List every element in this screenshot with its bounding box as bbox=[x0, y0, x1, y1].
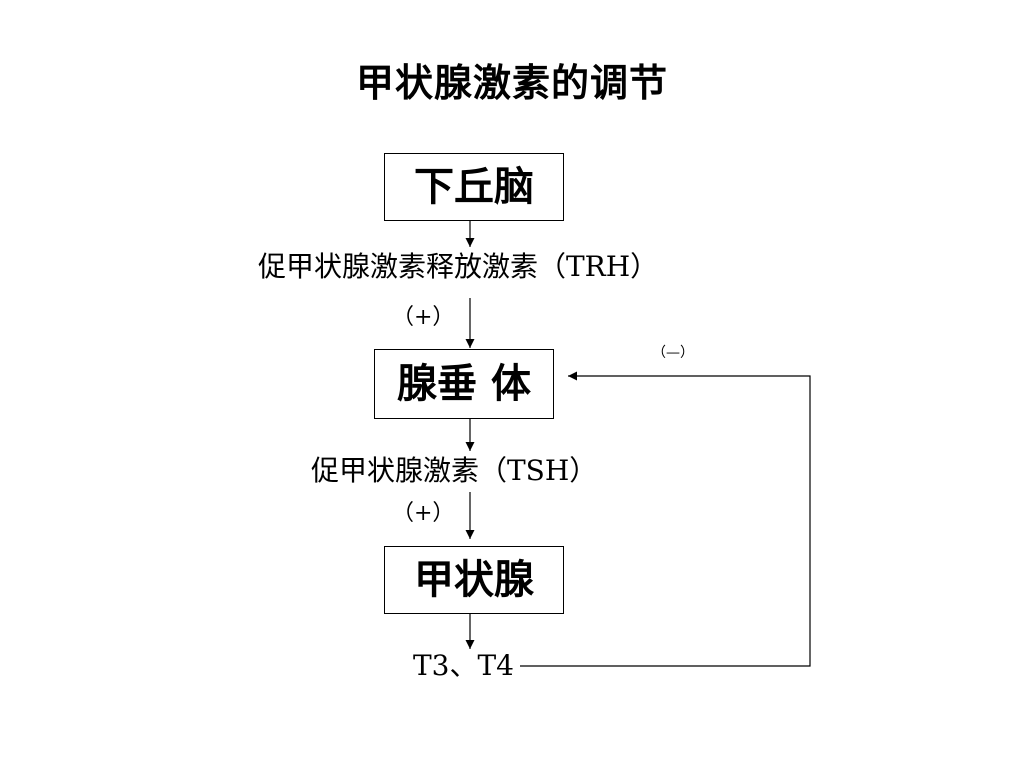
hypothalamus-box: 下丘脑 bbox=[384, 153, 564, 221]
stimulate-label-2: （+） bbox=[392, 501, 455, 526]
inhibit-label: （—） bbox=[652, 345, 694, 361]
tsh-label: 促甲状腺激素（TSH） bbox=[311, 454, 598, 487]
stimulate-label-1: （+） bbox=[392, 305, 455, 330]
pituitary-box: 腺垂 体 bbox=[374, 349, 554, 419]
trh-label: 促甲状腺激素释放激素（TRH） bbox=[258, 250, 659, 283]
diagram-title: 甲状腺激素的调节 bbox=[355, 61, 668, 105]
negative-feedback-line bbox=[520, 371, 811, 667]
thyroid-box: 甲状腺 bbox=[384, 546, 564, 614]
hormones-label: T3、T4 bbox=[413, 649, 514, 682]
